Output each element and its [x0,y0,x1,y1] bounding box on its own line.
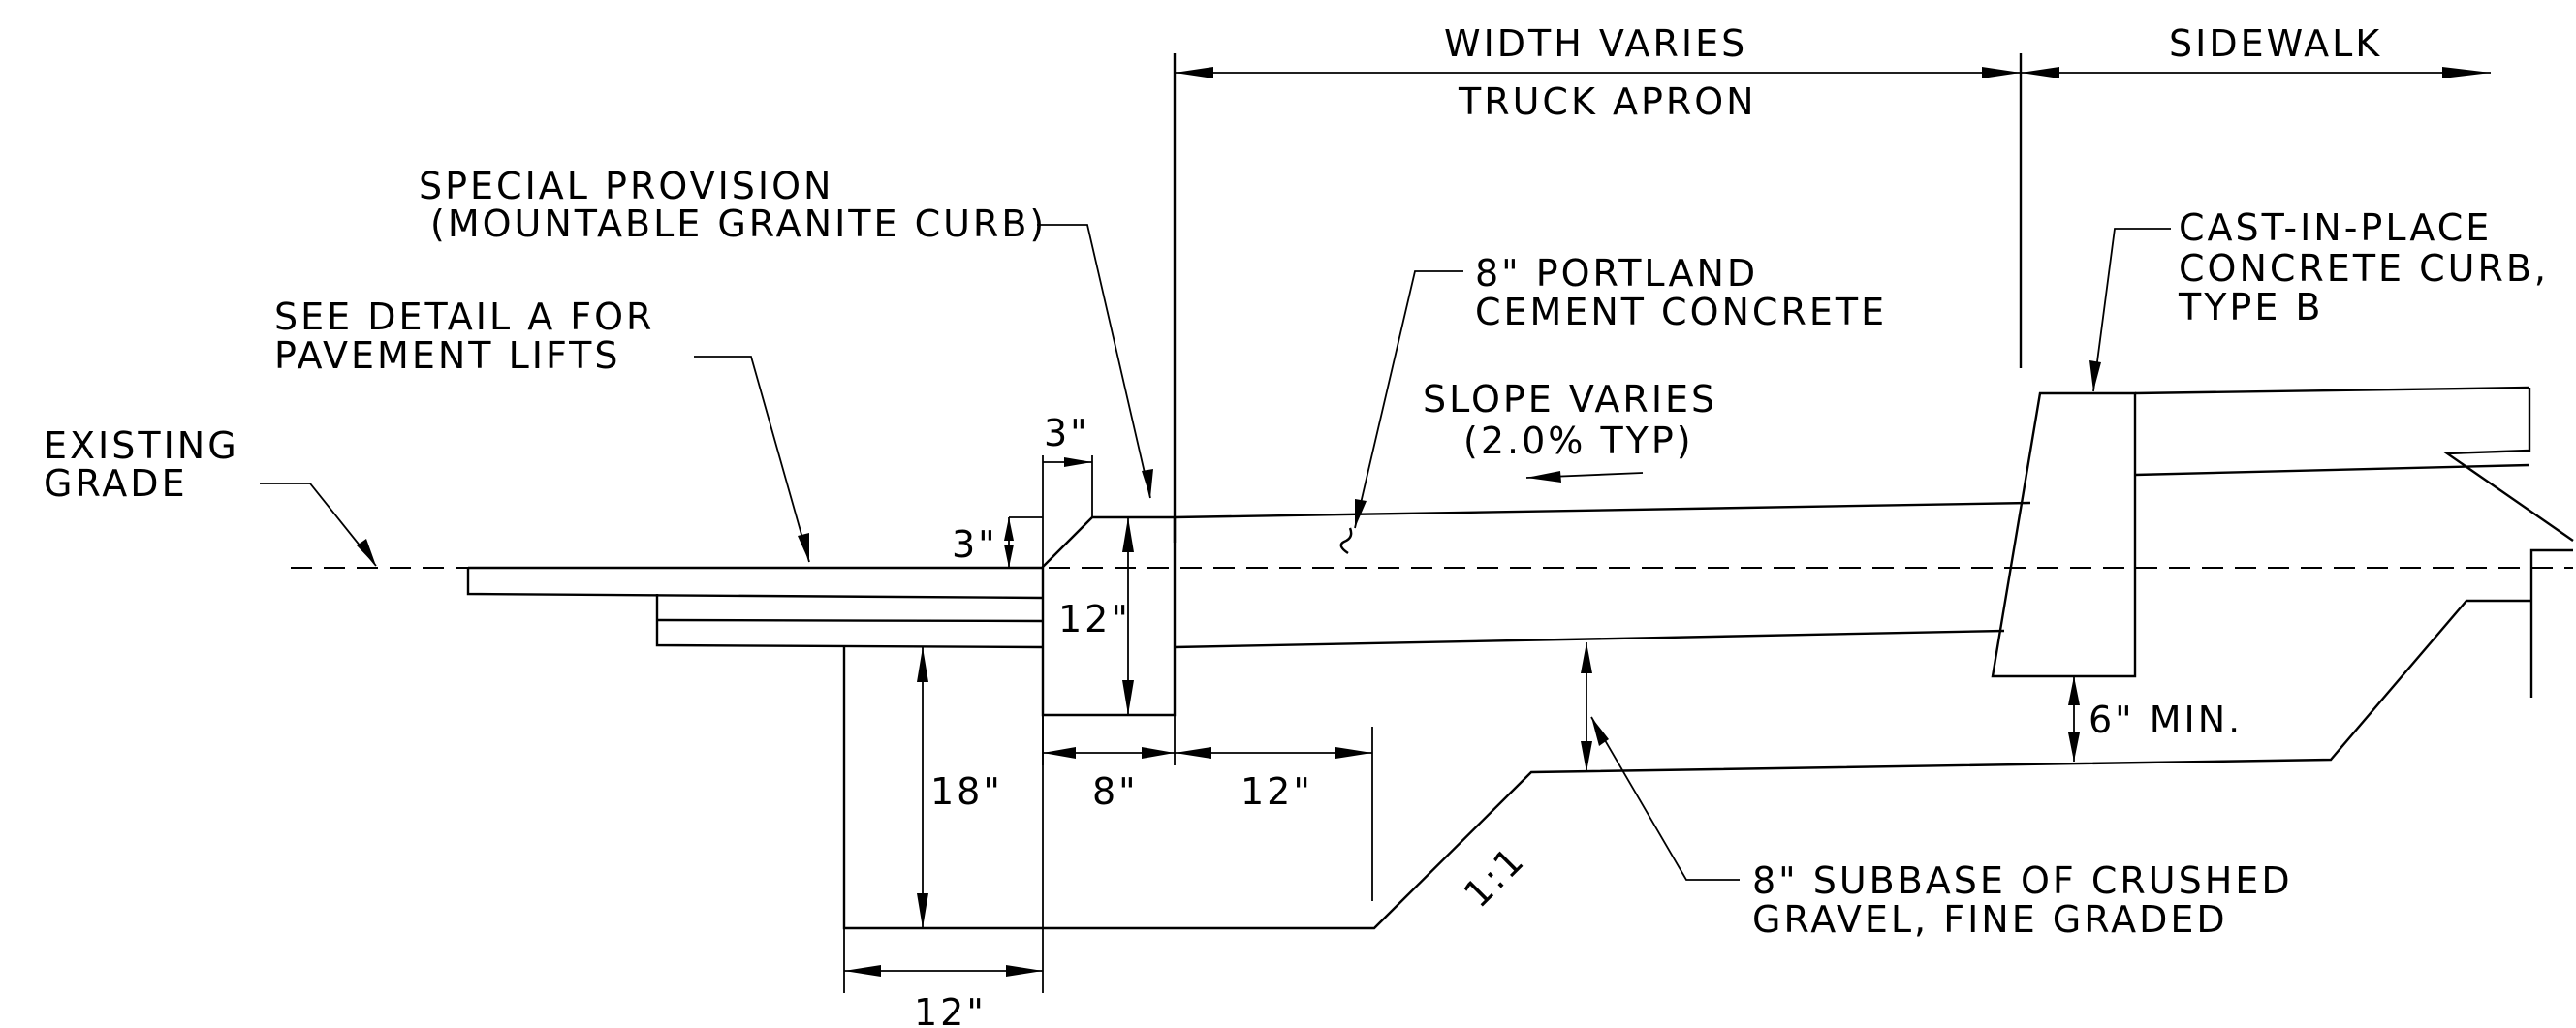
slope-arrow [1525,471,1644,483]
width-varies-dimension [1173,53,2023,543]
chamfer-width-dimension [1042,455,1093,567]
apron-offset-dimension [1175,727,1373,901]
slope-ratio-label: 1:1 [1456,838,1534,917]
cip-curb-leader [2092,228,2171,392]
width-varies-label: WIDTH VARIES [1444,22,1747,65]
cip-curb-line1: CAST-IN-PLACE [2179,206,2492,249]
truck-apron-slab [1174,501,2031,649]
curb-height-label: 12" [1058,598,1131,640]
existing-grade-leader [260,483,377,567]
apron-offset-label: 12" [1241,770,1313,813]
slope-label-line2: (2.0% TYP) [1463,420,1694,462]
cip-curb-line2: CONCRETE CURB, [2179,247,2549,290]
special-provision-line2: (MOUNTABLE GRANITE CURB) [430,202,1047,245]
pavement-lifts [466,566,1044,649]
existing-grade-line1: EXISTING [44,424,239,467]
sidewalk-label: SIDEWALK [2169,22,2382,65]
pcc-line1: 8" PORTLAND [1475,252,1758,295]
subbase-thickness-dimension [1581,642,1592,772]
see-detail-line2: PAVEMENT LIFTS [274,334,620,377]
base-width-dimension [843,715,1044,993]
granite-curb [1041,515,1177,717]
curb-width-label: 8" [1092,770,1139,813]
six-min-label: 6" MIN. [2089,699,2243,741]
chamfer-height-label: 3" [952,523,998,566]
slope-label-line1: SLOPE VARIES [1423,378,1717,421]
curb-width-dimension [1042,715,1176,765]
base-depth-label: 18" [930,770,1003,813]
base-width-label: 12" [914,991,987,1028]
see-detail-line1: SEE DETAIL A FOR [274,296,654,338]
sidewalk-slab [2134,386,2574,698]
special-provision-leader [1037,224,1151,499]
existing-grade-line2: GRADE [44,462,188,505]
cast-in-place-curb [1991,391,2137,678]
truck-apron-label: TRUCK APRON [1458,80,1757,123]
pcc-line2: CEMENT CONCRETE [1475,291,1887,333]
sidewalk-dimension [2021,67,2491,78]
chamfer-height-dimension [1004,516,1043,569]
subbase-line1: 8" SUBBASE OF CRUSHED [1752,859,2293,902]
six-min-dimension [2068,676,2080,762]
curb-height-dimension [1122,517,1134,715]
chamfer-width-label: 3" [1044,412,1090,454]
base-depth-dimension [917,647,928,928]
see-detail-leader [694,356,810,563]
pcc-leader [1354,270,1463,529]
special-provision-line1: SPECIAL PROVISION [419,165,833,207]
cip-curb-line3: TYPE B [2178,286,2324,328]
subbase-leader [1590,716,1740,881]
subbase-line2: GRAVEL, FINE GRADED [1752,898,2228,941]
